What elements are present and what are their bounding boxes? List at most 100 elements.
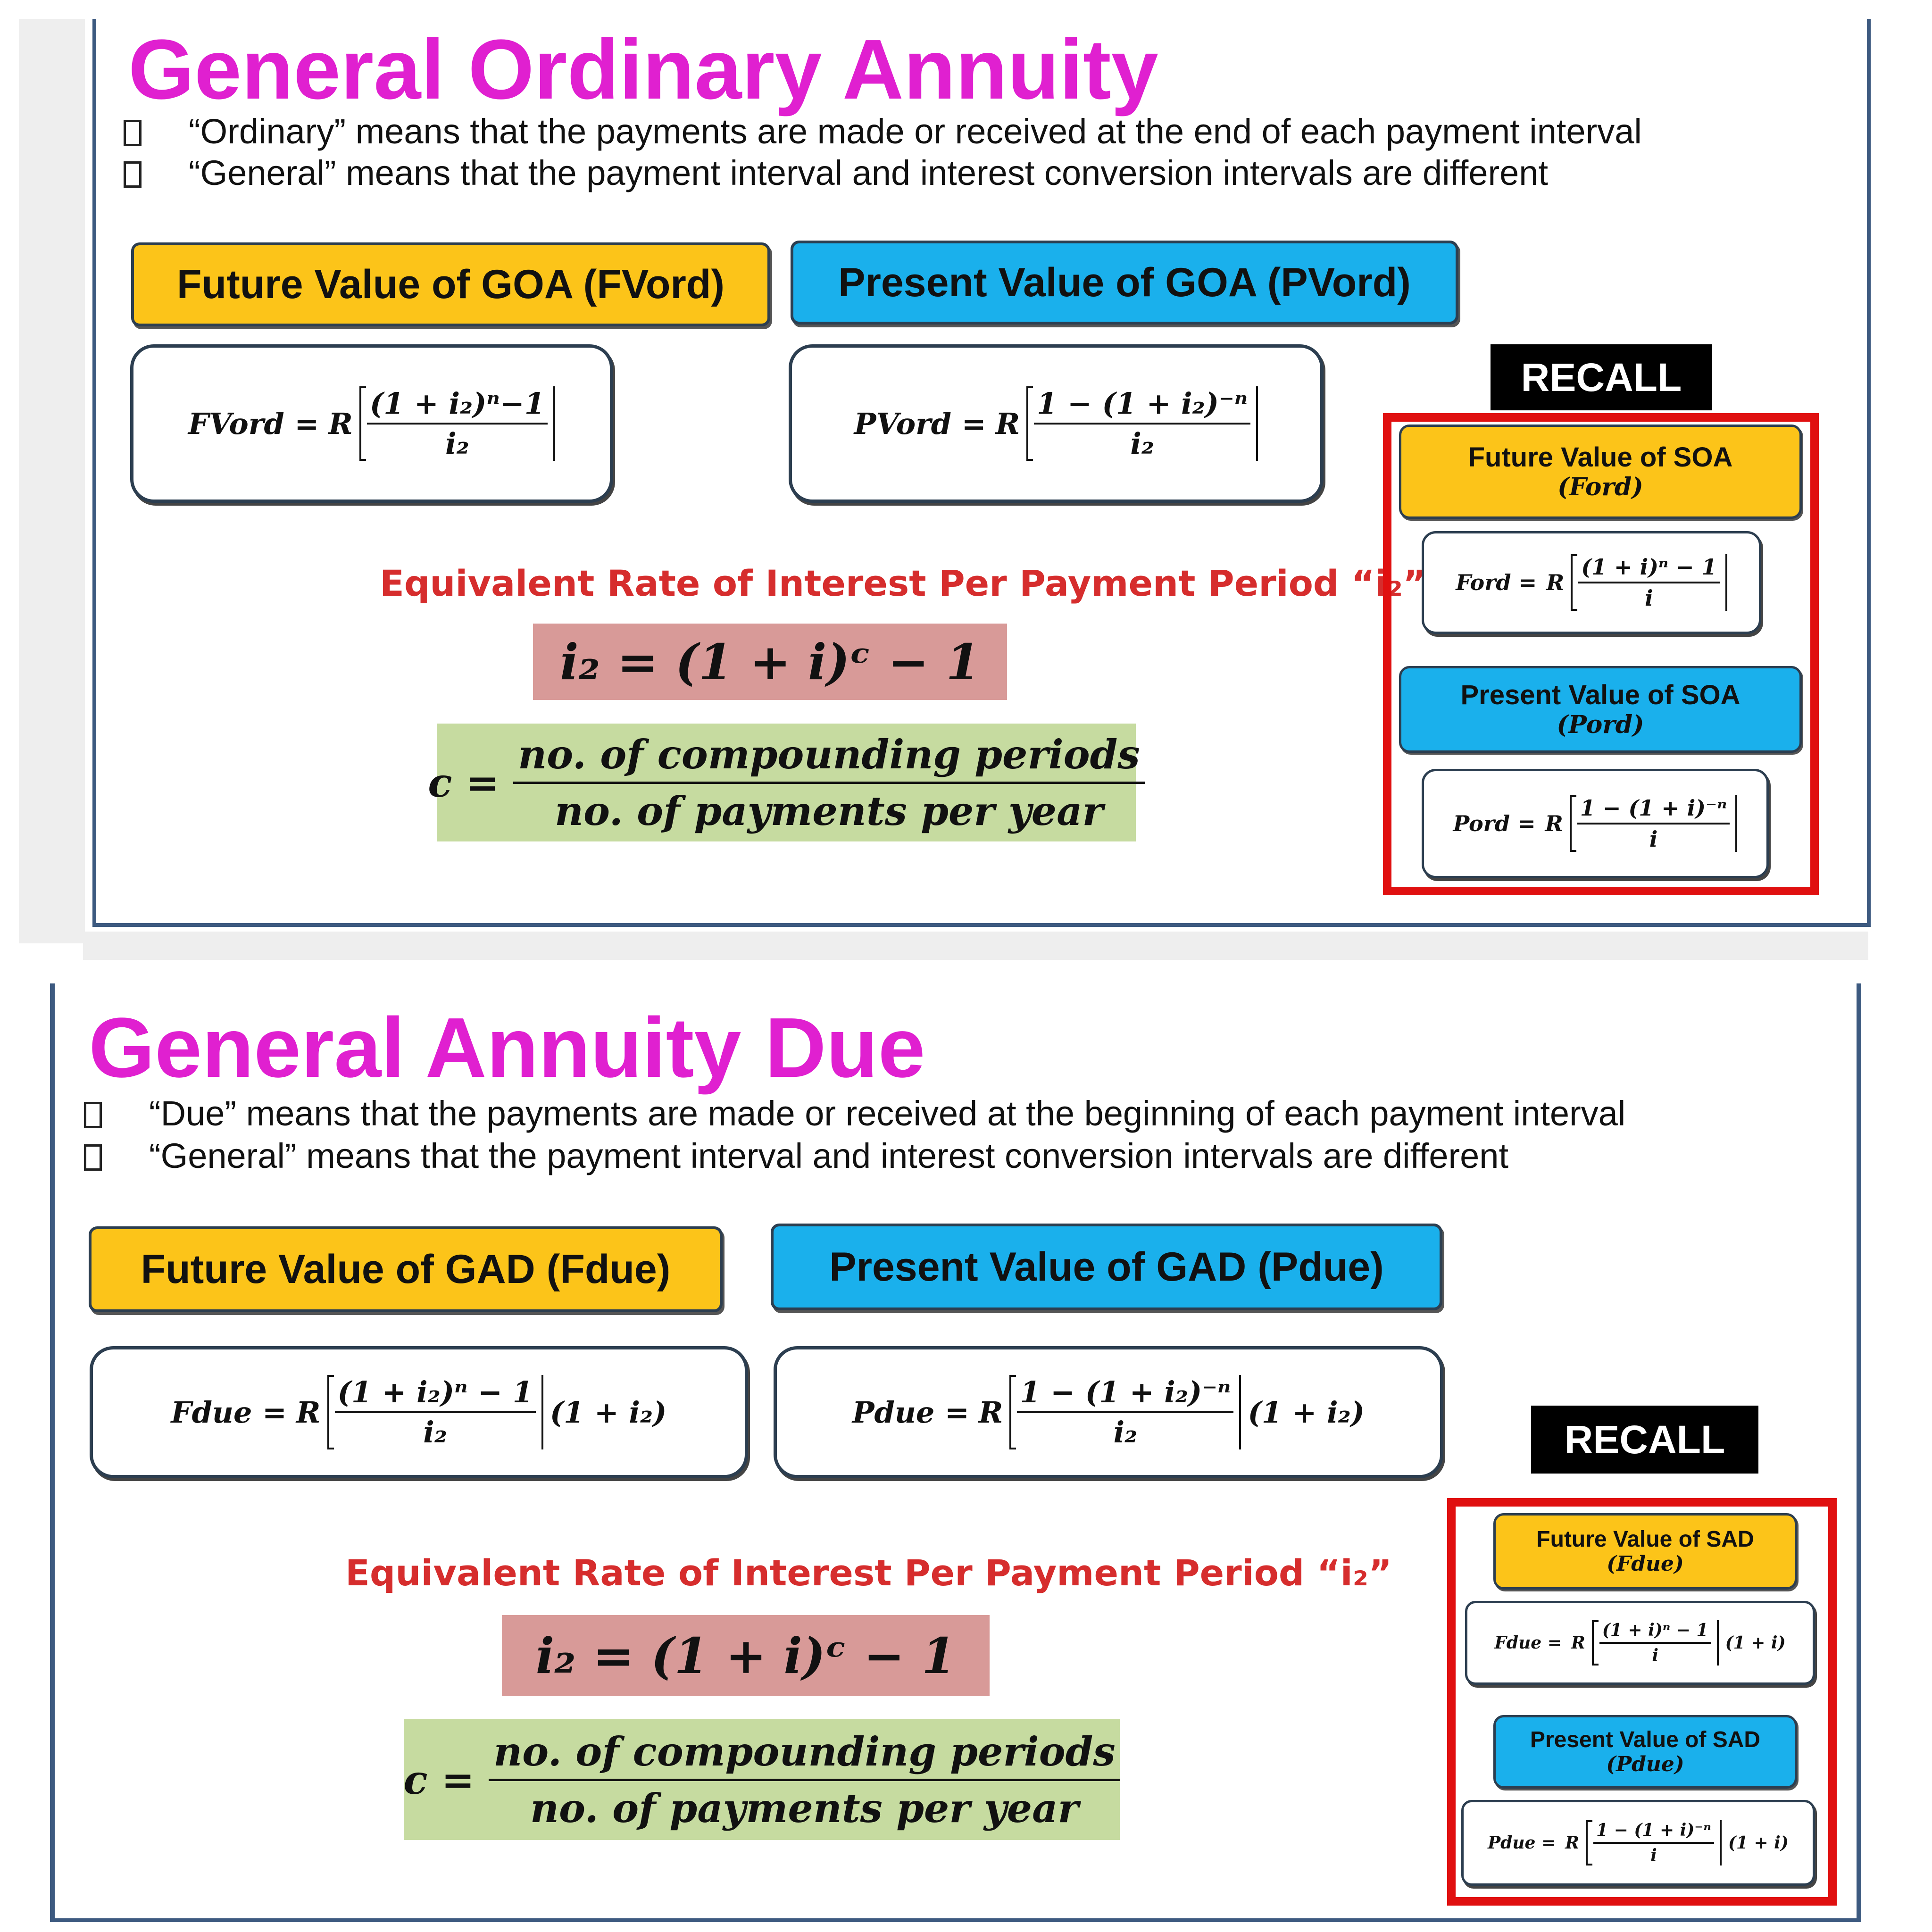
- fv-sad-header: Future Value of SAD (Fdue): [1493, 1513, 1797, 1590]
- formula-denominator: i: [1652, 1646, 1659, 1666]
- pv-goa-header: Present Value of GOA (PVord): [791, 241, 1458, 325]
- fv-goa-formula: FVord = R (1 + i₂)ⁿ−1 i₂: [130, 344, 613, 503]
- bullet-text: “General” means that the payment interva…: [189, 153, 1549, 192]
- formula-lhs: Fdue =: [1494, 1633, 1562, 1653]
- pv-gad-formula: Pdue = R 1 − (1 + i₂)⁻ⁿ i₂ (1 + i₂): [774, 1346, 1443, 1478]
- c-denominator: no. of payments per year: [554, 787, 1103, 834]
- c-formula: c = no. of compounding periods no. of pa…: [403, 1719, 1120, 1840]
- bullet-text: “Due” means that the payments are made o…: [149, 1094, 1626, 1133]
- c-variable: c =: [403, 1756, 475, 1803]
- checkbox-icon: [124, 120, 142, 146]
- panel-separator: [83, 932, 1868, 960]
- formula-bracket: (1 + i)ⁿ − 1 i: [1591, 1620, 1719, 1666]
- formula-numerator: (1 + i₂)ⁿ−1: [366, 386, 548, 425]
- fv-soa-formula: Ford = R (1 + i)ⁿ − 1 i: [1422, 531, 1761, 634]
- bullet-item: “Ordinary” means that the payments are m…: [124, 111, 1642, 151]
- fv-soa-title: Future Value of SOA: [1468, 441, 1733, 473]
- pv-sad-formula: Pdue = R 1 − (1 + i)⁻ⁿ i (1 + i): [1461, 1800, 1815, 1886]
- pv-soa-header: Present Value of SOA (Pord): [1399, 666, 1802, 753]
- formula-r: R: [995, 406, 1020, 441]
- formula-tail: (1 + i): [1728, 1833, 1789, 1853]
- top-panel: [92, 19, 1871, 927]
- bullet-text: “Ordinary” means that the payments are m…: [189, 112, 1642, 151]
- formula-denominator: i: [1650, 1846, 1657, 1865]
- formula-lhs: Ford =: [1456, 570, 1537, 595]
- formula-lhs: Pdue =: [852, 1395, 969, 1430]
- formula-bracket: (1 + i₂)ⁿ − 1 i₂: [327, 1375, 543, 1449]
- c-denominator: no. of payments per year: [530, 1784, 1079, 1832]
- pv-soa-formula: Pord = R 1 − (1 + i)⁻ⁿ i: [1422, 769, 1769, 878]
- c-numerator: no. of compounding periods: [489, 1728, 1120, 1781]
- equivalent-rate-label: Equivalent Rate of Interest Per Payment …: [380, 562, 1427, 604]
- formula-numerator: 1 − (1 + i₂)⁻ⁿ: [1017, 1375, 1234, 1413]
- c-fraction: no. of compounding periods no. of paymen…: [489, 1728, 1120, 1832]
- bullet-item: “General” means that the payment interva…: [84, 1136, 1508, 1176]
- formula-r: R: [1546, 570, 1565, 595]
- pv-soa-subtitle: (Pord): [1557, 710, 1644, 740]
- formula-lhs: Pord =: [1453, 811, 1536, 836]
- pv-sad-title: Present Value of SAD: [1530, 1727, 1761, 1753]
- formula-bracket: 1 − (1 + i₂)⁻ⁿ i₂: [1026, 386, 1258, 461]
- formula-numerator: 1 − (1 + i₂)⁻ⁿ: [1034, 386, 1251, 425]
- c-variable: c =: [428, 759, 500, 806]
- formula-bracket: 1 − (1 + i₂)⁻ⁿ i₂: [1009, 1375, 1241, 1449]
- formula-r: R: [1565, 1833, 1580, 1853]
- bullet-item: “Due” means that the payments are made o…: [84, 1093, 1625, 1133]
- formula-r: R: [1545, 811, 1563, 836]
- c-numerator: no. of compounding periods: [513, 731, 1145, 784]
- pv-gad-header: Present Value of GAD (Pdue): [771, 1224, 1442, 1310]
- formula-lhs: Pdue =: [1488, 1833, 1556, 1853]
- fv-goa-header: Future Value of GOA (FVord): [131, 242, 770, 326]
- fv-gad-formula: Fdue = R (1 + i₂)ⁿ − 1 i₂ (1 + i₂): [90, 1346, 748, 1478]
- formula-denominator: i₂: [445, 426, 469, 461]
- page-title: General Annuity Due: [89, 1000, 925, 1095]
- checkbox-icon: [84, 1102, 102, 1128]
- checkbox-icon: [124, 161, 142, 188]
- fv-sad-title: Future Value of SAD: [1536, 1527, 1754, 1552]
- formula-tail: (1 + i): [1725, 1633, 1786, 1653]
- formula-bracket: 1 − (1 + i)⁻ⁿ i: [1586, 1820, 1722, 1865]
- fv-sad-formula: Fdue = R (1 + i)ⁿ − 1 i (1 + i): [1465, 1601, 1815, 1685]
- left-gutter-top: [19, 19, 85, 943]
- fv-soa-subtitle: (Ford): [1557, 473, 1643, 502]
- formula-bracket: (1 + i)ⁿ − 1 i: [1571, 554, 1727, 611]
- formula-tail: (1 + i₂): [550, 1395, 667, 1430]
- formula-lhs: FVord =: [188, 406, 319, 441]
- recall-label: RECALL: [1491, 344, 1712, 410]
- fv-gad-header: Future Value of GAD (Fdue): [89, 1226, 723, 1312]
- formula-tail: (1 + i₂): [1248, 1395, 1365, 1430]
- pv-sad-subtitle: (Pdue): [1606, 1752, 1684, 1777]
- formula-numerator: (1 + i)ⁿ − 1: [1599, 1620, 1711, 1644]
- formula-r: R: [1571, 1633, 1585, 1653]
- bottom-panel: [50, 983, 1861, 1922]
- formula-bracket: (1 + i₂)ⁿ−1 i₂: [359, 386, 555, 461]
- formula-numerator: 1 − (1 + i)⁻ⁿ: [1577, 795, 1730, 824]
- formula-numerator: (1 + i)ⁿ − 1: [1578, 554, 1720, 583]
- formula-r: R: [978, 1395, 1003, 1430]
- formula-denominator: i: [1645, 585, 1653, 611]
- recall-panel: [1447, 1498, 1837, 1906]
- c-fraction: no. of compounding periods no. of paymen…: [513, 731, 1145, 834]
- formula-denominator: i₂: [423, 1415, 448, 1449]
- formula-lhs: PVord =: [854, 406, 986, 441]
- pv-goa-formula: PVord = R 1 − (1 + i₂)⁻ⁿ i₂: [789, 344, 1324, 503]
- c-formula: c = no. of compounding periods no. of pa…: [428, 724, 1145, 841]
- equivalent-rate-label: Equivalent Rate of Interest Per Payment …: [345, 1552, 1392, 1594]
- equivalent-rate-formula: i₂ = (1 + i)ᶜ − 1: [502, 1615, 990, 1696]
- bullet-item: “General” means that the payment interva…: [124, 153, 1548, 193]
- pv-soa-title: Present Value of SOA: [1460, 679, 1740, 710]
- checkbox-icon: [84, 1144, 102, 1171]
- formula-lhs: Fdue =: [171, 1395, 287, 1430]
- formula-denominator: i₂: [1113, 1415, 1138, 1449]
- formula-bracket: 1 − (1 + i)⁻ⁿ i: [1569, 795, 1738, 852]
- recall-label: RECALL: [1531, 1406, 1758, 1474]
- equivalent-rate-formula: i₂ = (1 + i)ᶜ − 1: [533, 624, 1007, 700]
- formula-r: R: [328, 406, 353, 441]
- pv-sad-header: Present Value of SAD (Pdue): [1493, 1715, 1797, 1789]
- formula-denominator: i₂: [1130, 426, 1155, 461]
- formula-numerator: 1 − (1 + i)⁻ⁿ: [1593, 1820, 1714, 1844]
- recall-panel: [1383, 413, 1819, 895]
- formula-denominator: i: [1649, 826, 1658, 852]
- formula-numerator: (1 + i₂)ⁿ − 1: [334, 1375, 536, 1413]
- formula-r: R: [296, 1395, 321, 1430]
